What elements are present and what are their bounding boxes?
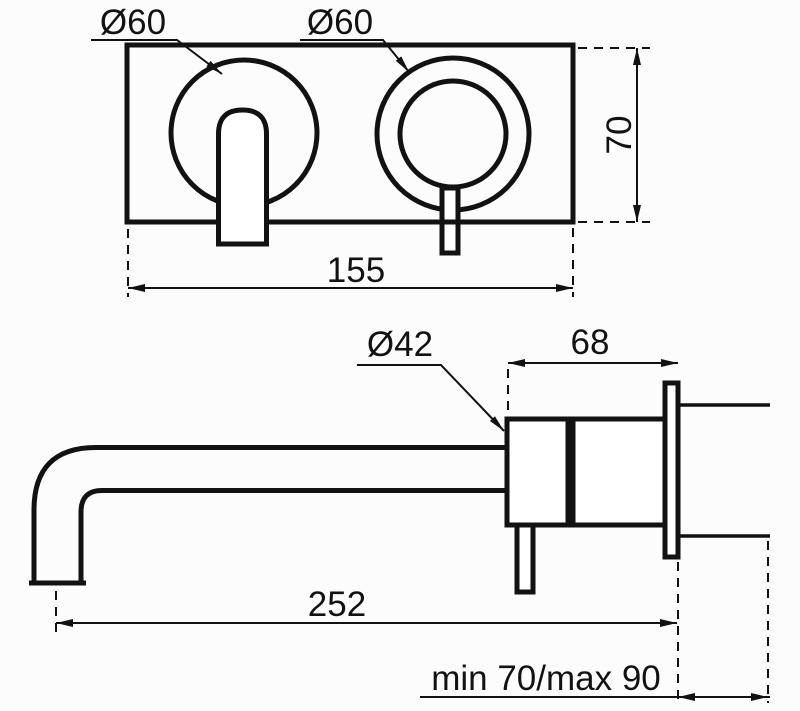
escutcheon-body-block	[504, 416, 571, 528]
height-arrowhead-bottom-icon	[633, 205, 641, 222]
spout-outer-contour	[31, 445, 510, 583]
escutcheon-leader-arrowhead-icon	[489, 416, 504, 431]
body-projection-dimension: 68	[571, 323, 610, 362]
width-arrowhead-right-icon	[556, 284, 573, 292]
spout-reach-dimension: 252	[308, 585, 366, 624]
rough-in-arrowhead-left-icon	[678, 693, 695, 701]
front-view: Ø60 Ø60 155 70	[91, 3, 650, 297]
knob-inner-circle	[397, 78, 509, 190]
reach-arrowhead-left-icon	[56, 619, 73, 627]
escutcheon-leader-line	[357, 364, 505, 432]
spout-inner-contour	[78, 488, 510, 583]
mixer-lever	[216, 107, 269, 247]
plate-width-dimension: 155	[327, 251, 385, 290]
right-diameter-label: Ø60	[307, 3, 373, 42]
left-diameter-leader-line	[91, 39, 223, 75]
wall-flange-plate	[662, 380, 681, 560]
right-leader-arrowhead-icon	[395, 56, 409, 72]
width-arrowhead-left-icon	[128, 284, 145, 292]
left-diameter-label: Ø60	[100, 3, 166, 42]
reach-arrowhead-right-icon	[660, 619, 677, 627]
body-arrowhead-left-icon	[508, 359, 525, 367]
side-lever-handle	[514, 519, 536, 595]
plate-height-dimension: 70	[600, 116, 639, 155]
escutcheon-diameter-label: Ø42	[367, 325, 433, 364]
height-arrowhead-top-icon	[633, 48, 641, 65]
side-view: Ø42 68 252 min 70/max 90	[29, 323, 770, 703]
body-arrowhead-right-icon	[661, 359, 678, 367]
left-leader-arrowhead-icon	[206, 60, 222, 74]
wall-depth-range-dimension: min 70/max 90	[431, 659, 661, 698]
rough-in-arrowhead-right-icon	[751, 693, 768, 701]
mixer-body-block	[570, 416, 668, 528]
mounting-plate-outline	[124, 42, 576, 225]
